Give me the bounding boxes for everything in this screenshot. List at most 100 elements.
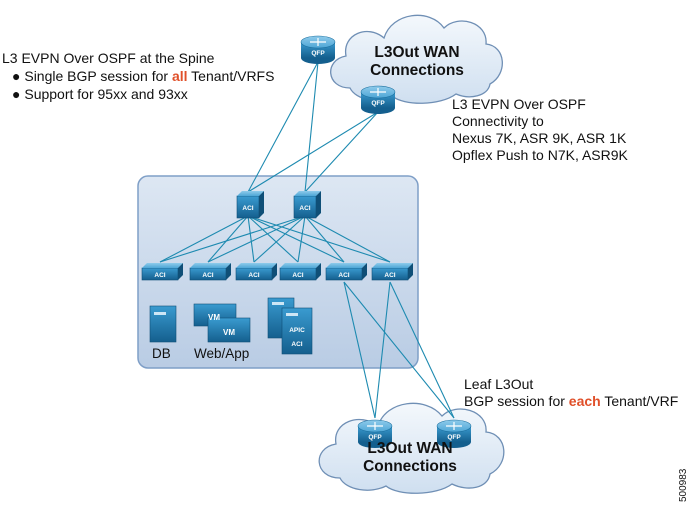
apic-slot: [286, 313, 298, 316]
cloud-bottom-line2: Connections: [363, 458, 457, 475]
switch-label: ACI: [248, 272, 259, 279]
cloud-bottom-line1: L3Out WAN: [367, 440, 453, 457]
fabric-link: [159, 215, 306, 263]
leaf-side: [316, 263, 321, 280]
leaf-top: [190, 263, 231, 268]
spine-note-bullet1: ● Single BGP session for all Tenant/VRFS: [12, 68, 274, 85]
wan-note-line3: Nexus 7K, ASR 9K, ASR 1K: [452, 130, 627, 146]
leaf-side: [408, 263, 413, 280]
apic-cluster-icon: APIC ACI: [267, 297, 313, 355]
devices: QFP QFP QFP QFP ACI ACI ACI ACI ACI ACI ACI ACI VMVM…: [141, 35, 472, 448]
leaf-switch-icon: ACI: [325, 263, 367, 281]
spine-side: [259, 191, 264, 218]
router-arrows: [367, 422, 383, 430]
leaf-top: [142, 263, 183, 268]
apic-label: APIC: [289, 327, 305, 334]
db-server-icon: [149, 305, 177, 343]
figure-id: 500983: [678, 468, 689, 502]
leaf-switch-icon: ACI: [189, 263, 231, 281]
router-label: QFP: [368, 434, 382, 441]
qfp-router-icon: QFP: [436, 419, 472, 448]
switch-label: ACI: [384, 272, 395, 279]
spine-top: [294, 191, 321, 196]
spine-note-bullet1-accent: all: [171, 68, 188, 84]
leaf-switch-icon: ACI: [279, 263, 321, 281]
spine-side: [316, 191, 321, 218]
vm-label: VM: [208, 313, 220, 322]
server-slot: [154, 312, 166, 315]
spine-switch-icon: ACI: [236, 191, 264, 219]
leaf-note: Leaf L3Out BGP session for each Tenant/V…: [464, 376, 678, 410]
leaf-top: [236, 263, 277, 268]
switch-label: ACI: [292, 272, 303, 279]
leaf-side: [226, 263, 231, 280]
wan-note-line1: L3 EVPN Over OSPF: [452, 96, 586, 112]
wan-note: L3 EVPN Over OSPF Connectivity to Nexus …: [452, 96, 628, 164]
leaf-note-line2: BGP session for each Tenant/VRF: [464, 393, 678, 410]
leaf-wan-link: [389, 281, 455, 419]
db-label: DB: [152, 346, 171, 361]
vm-box-front: [207, 317, 251, 343]
bullet-dot: ●: [12, 86, 25, 102]
bullet-dot: ●: [12, 68, 25, 84]
fabric-link: [247, 215, 391, 263]
spine-note-bullet2-text: Support for 95xx and 93xx: [24, 86, 188, 102]
cloud-top-line1: L3Out WAN: [374, 44, 460, 61]
fabric-link: [304, 215, 391, 263]
switch-label: ACI: [202, 272, 213, 279]
vm-label: VM: [223, 328, 235, 337]
leaf-side: [178, 263, 183, 280]
spine-note-title: L3 EVPN Over OSPF at the Spine: [2, 50, 215, 66]
switch-label: ACI: [154, 272, 165, 279]
qfp-router-icon: QFP: [357, 419, 393, 448]
wan-note-line4: Opflex Push to N7K, ASR9K: [452, 147, 628, 163]
server-body: [149, 305, 177, 343]
switch-label: ACI: [242, 205, 253, 212]
links: [159, 61, 455, 419]
fabric-link: [297, 215, 306, 263]
spine-note-bullet1-pre: Single BGP session for: [24, 68, 172, 84]
switch-label: ACI: [338, 272, 349, 279]
leaf-top: [280, 263, 321, 268]
wan-note-line2: Connectivity to: [452, 113, 544, 129]
leaf-note-line1: Leaf L3Out: [464, 376, 534, 392]
fabric-link: [253, 215, 306, 263]
fabric-link: [207, 215, 306, 263]
fabric-link: [247, 215, 345, 263]
fabric-link: [247, 215, 299, 263]
wan-link: [247, 111, 379, 193]
fabric-link: [247, 215, 255, 263]
qfp-router-icon: QFP: [360, 85, 396, 114]
router-label: QFP: [447, 434, 461, 441]
leaf-note-line2-accent: each: [568, 393, 601, 409]
leaf-top: [372, 263, 413, 268]
router-arrows: [310, 38, 326, 46]
cloud-top-title: L3Out WAN Connections: [352, 44, 482, 80]
leaf-wan-link: [374, 281, 391, 419]
cloud-bottom-title: L3Out WAN Connections: [342, 440, 478, 476]
leaf-top: [326, 263, 367, 268]
leaf-switch-icon: ACI: [371, 263, 413, 281]
spine-note-bullet2: ● Support for 95xx and 93xx: [12, 86, 188, 103]
leaf-wan-link: [343, 281, 455, 419]
wan-link: [304, 61, 319, 193]
leaf-switch-icon: ACI: [235, 263, 277, 281]
leaf-wan-link: [343, 281, 376, 419]
leaf-switch-icon: ACI: [141, 263, 183, 281]
leaf-side: [272, 263, 277, 280]
router-arrows: [370, 88, 386, 96]
spine-top: [237, 191, 264, 196]
wan-link: [304, 111, 379, 193]
leaf-side: [362, 263, 367, 280]
router-label: QFP: [371, 100, 385, 107]
fabric-link: [207, 215, 249, 263]
router-arrows: [446, 422, 462, 430]
webapp-label: Web/App: [194, 346, 250, 361]
wan-link: [247, 61, 319, 193]
switch-label: ACI: [291, 341, 302, 348]
spine-note-bullet1-post: Tenant/VRFS: [187, 68, 275, 84]
apic-slot: [272, 302, 284, 305]
qfp-router-icon: QFP: [300, 35, 336, 64]
